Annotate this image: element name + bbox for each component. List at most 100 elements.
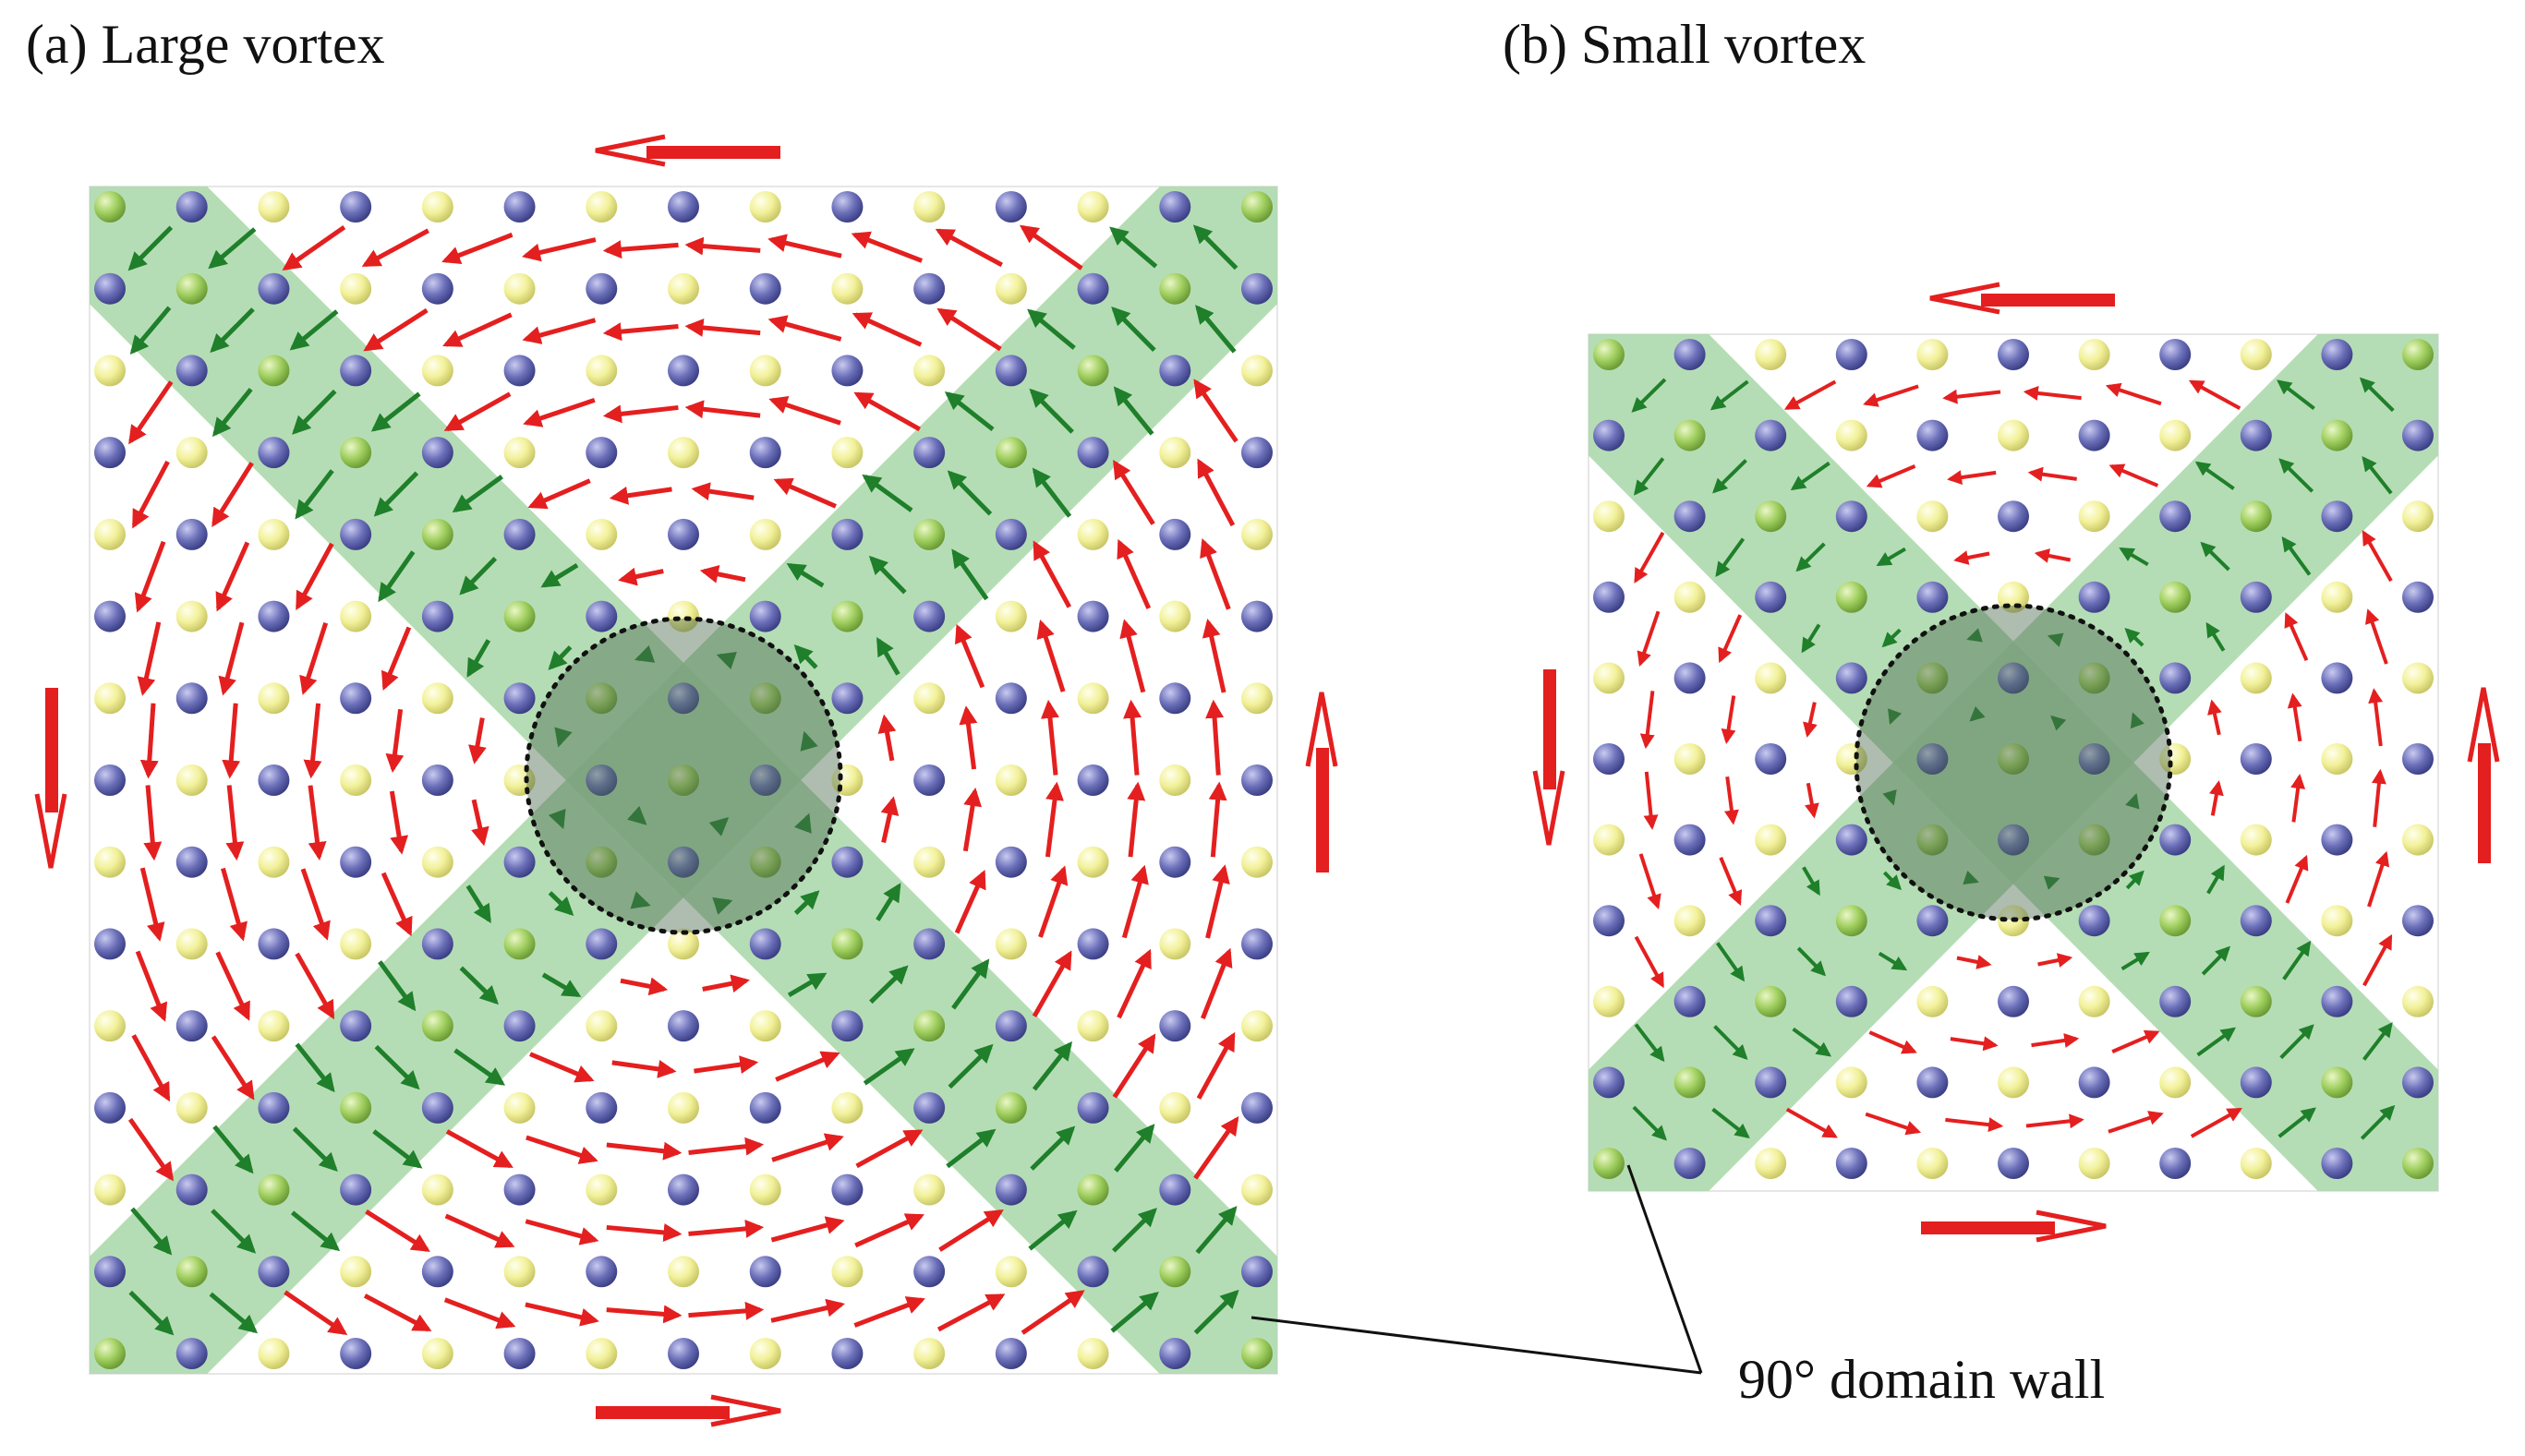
panel-a-lattice — [94, 191, 1273, 1369]
polarization-arrow — [131, 460, 170, 529]
arrow-head-icon — [34, 793, 67, 869]
arrow-head-icon — [710, 1394, 781, 1427]
domain-wall-dipole-arrow — [1195, 305, 1237, 354]
atom — [749, 846, 781, 878]
atom — [94, 1256, 126, 1288]
atom — [94, 518, 126, 550]
domain-wall-dipole-arrow — [129, 306, 172, 355]
polarization-arrow — [527, 478, 591, 510]
atom — [995, 437, 1027, 469]
polarization-arrow — [468, 717, 487, 764]
atom — [668, 191, 699, 223]
domain-wall-dipole-arrow — [1030, 1125, 1076, 1171]
atom — [258, 1091, 290, 1124]
domain-wall-dipole-arrow — [1195, 1206, 1238, 1255]
atom — [1835, 500, 1867, 533]
atom — [995, 928, 1027, 960]
atom — [831, 1010, 864, 1042]
atom — [2240, 743, 2272, 775]
atom — [340, 1256, 372, 1288]
polarization-arrow — [1718, 614, 1743, 664]
polarization-arrow — [2209, 780, 2224, 816]
atom — [913, 272, 946, 305]
domain-wall-dipole-arrow — [634, 644, 656, 663]
atom — [913, 355, 946, 387]
atom — [421, 518, 453, 550]
domain-wall-dipole-arrow — [2205, 621, 2226, 652]
polarization-arrow — [529, 1052, 595, 1083]
atom — [421, 272, 453, 305]
atom — [586, 518, 618, 550]
polarization-arrow — [215, 951, 250, 1021]
domain-wall-dipole-arrow — [1032, 467, 1072, 518]
domain-wall-dipole-arrow — [1878, 951, 1908, 971]
atom — [1998, 662, 2029, 694]
atom — [175, 437, 208, 469]
domain-wall-dipole-arrow — [372, 1129, 423, 1169]
panel-b-polarization-field — [1631, 377, 2396, 1141]
atom — [94, 928, 126, 960]
polarization-arrow — [2108, 463, 2159, 487]
polarization-arrow — [1112, 1033, 1156, 1099]
atom — [421, 437, 453, 469]
domain-wall-dipole-arrow — [1114, 1124, 1155, 1173]
polarization-arrow — [2108, 1111, 2164, 1134]
polarization-arrow — [767, 315, 842, 342]
atom — [668, 1256, 699, 1288]
arrow-head-icon — [1532, 770, 1565, 846]
atom — [2402, 500, 2434, 533]
domain-wall-dipole-arrow — [211, 1209, 257, 1254]
atom — [1159, 682, 1191, 715]
domain-wall-dipole-arrow — [1882, 871, 1903, 891]
polarization-arrow — [284, 1290, 348, 1335]
domain-wall-dipole-arrow — [868, 555, 907, 595]
atom — [2402, 824, 2434, 856]
atom — [749, 764, 781, 796]
panel-a-vortex-core — [524, 616, 843, 935]
atom — [1241, 846, 1273, 878]
atom — [1673, 1066, 1706, 1099]
domain-wall-dipole-arrow — [2200, 541, 2230, 572]
polarization-arrow — [2188, 379, 2241, 411]
domain-wall-dipole-arrow — [1113, 386, 1154, 436]
atom — [94, 1010, 126, 1042]
atom — [2078, 824, 2110, 856]
atom — [258, 764, 290, 796]
polarization-arrow — [770, 1298, 845, 1323]
domain-wall-dipole-arrow — [209, 1292, 259, 1334]
atom — [831, 1091, 864, 1124]
atom — [340, 682, 372, 715]
atom — [1755, 419, 1787, 451]
atom — [2159, 824, 2192, 856]
atom — [1916, 1148, 1949, 1179]
domain-wall-dipole-arrow — [130, 1207, 173, 1256]
atom — [2402, 1148, 2434, 1179]
atom — [749, 1091, 781, 1124]
polarization-arrow — [444, 1213, 515, 1248]
polarization-arrow — [1019, 224, 1083, 271]
atom — [2078, 1148, 2110, 1179]
atom — [175, 355, 208, 387]
panel-b-boundary-arrows — [1532, 282, 2500, 1243]
atom — [2321, 581, 2353, 613]
polarization-arrow — [1783, 379, 1837, 411]
atom — [749, 1173, 781, 1206]
atom — [2321, 905, 2353, 937]
atom — [2240, 824, 2272, 856]
atom — [421, 682, 453, 715]
domain-wall-dipole-arrow — [1633, 457, 1665, 496]
atom — [1755, 905, 1787, 937]
polarization-arrow — [137, 621, 162, 696]
domain-wall-dipole-arrow — [2277, 1107, 2316, 1138]
atom — [175, 191, 208, 223]
domain-wall-dipole-arrow — [1715, 942, 1746, 982]
atom — [258, 846, 290, 878]
atom — [421, 355, 453, 387]
atom — [749, 1010, 781, 1042]
atom — [503, 272, 536, 305]
atom — [1835, 581, 1867, 613]
atom — [503, 1256, 536, 1288]
atom — [1673, 824, 1706, 856]
atom — [913, 1173, 946, 1206]
polarization-arrow — [445, 1129, 513, 1169]
